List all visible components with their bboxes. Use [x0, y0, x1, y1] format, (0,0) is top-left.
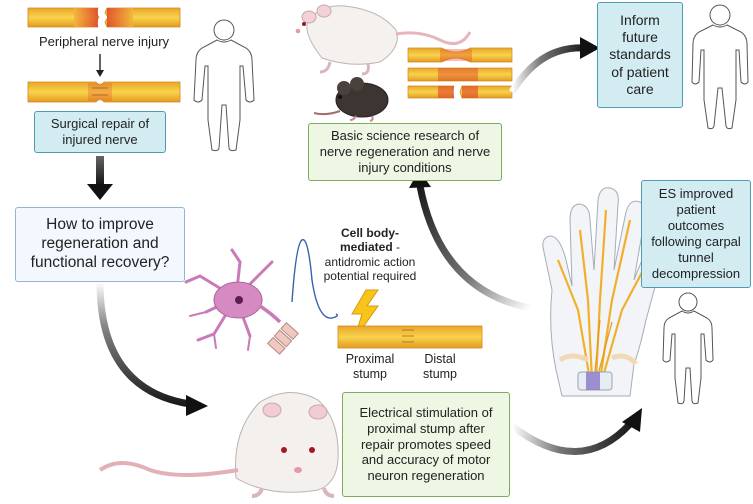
nerve-segment-icon-1	[407, 47, 513, 63]
stumps-nerve-icon	[337, 325, 483, 349]
human-silhouette-icon-2	[691, 4, 749, 130]
curved-arrow-icon-1	[96, 281, 208, 416]
cell-body-label: Cell body-mediated - antidromic action p…	[320, 226, 420, 284]
basic-science-text: Basic science research of nerve regenera…	[319, 128, 491, 175]
cell-body-rest-text: - antidromic action potential required	[323, 240, 417, 284]
electrical-stimulation-text: Electrical stimulation of proximal stump…	[359, 404, 493, 484]
vertical-arrow-icon	[87, 156, 113, 200]
surgical-repair-text: Surgical repair of injured nerve	[50, 116, 150, 147]
distal-stump-label: Distal stump	[422, 352, 458, 381]
neuron-icon	[184, 248, 300, 355]
human-silhouette-icon-1	[193, 19, 255, 152]
mouse-icon	[313, 77, 389, 122]
es-improved-box: ES improved patient outcomes following c…	[641, 180, 751, 288]
peripheral-injury-label: Peripheral nerve injury	[38, 34, 170, 49]
injured-nerve-icon	[27, 7, 181, 28]
rat-icon-top	[295, 4, 472, 76]
curved-arrow-icon-3	[409, 170, 531, 312]
inform-future-text: Inform future standards of patient care	[609, 12, 671, 97]
small-down-arrow-icon	[96, 54, 104, 77]
proximal-stump-label: Proximal stump	[345, 352, 395, 381]
nerve-segment-icon-3	[407, 85, 513, 99]
human-silhouette-icon-3	[662, 292, 714, 405]
how-to-improve-text: How to improve regeneration and function…	[30, 216, 170, 271]
nerve-segment-icon-2	[407, 67, 513, 82]
inform-future-box: Inform future standards of patient care	[597, 2, 683, 108]
rat-icon-bottom	[98, 391, 339, 498]
surgical-repair-box: Surgical repair of injured nerve	[34, 111, 166, 153]
repaired-nerve-icon	[27, 81, 181, 103]
hand-icon	[542, 187, 668, 397]
action-potential-curve-icon	[291, 239, 339, 319]
es-improved-text: ES improved patient outcomes following c…	[651, 186, 741, 281]
electrical-stimulation-box: Electrical stimulation of proximal stump…	[342, 392, 510, 497]
curved-arrow-icon-2	[509, 37, 600, 94]
basic-science-box: Basic science research of nerve regenera…	[308, 123, 502, 181]
cell-body-bold-text: Cell body-mediated	[339, 226, 399, 255]
curved-arrow-icon-4	[509, 408, 642, 455]
how-to-improve-box: How to improve regeneration and function…	[15, 207, 185, 282]
